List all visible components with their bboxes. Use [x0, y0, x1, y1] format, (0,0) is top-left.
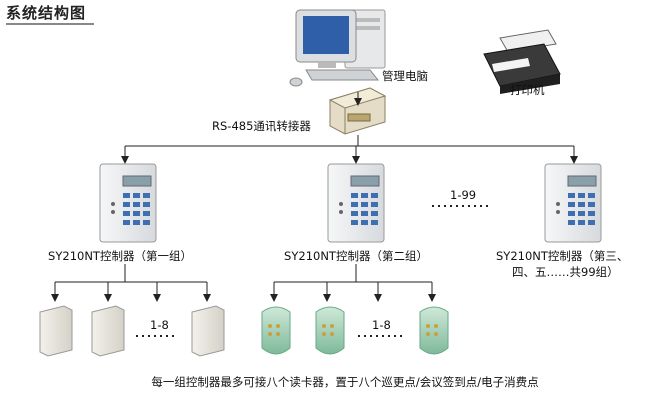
controller-device-3: [544, 163, 602, 243]
card-reader-oval-1: [261, 306, 291, 355]
card-reader-square-1: [39, 305, 73, 357]
printer-label: 打印机: [510, 83, 545, 97]
controllers-range-label: 1-99: [450, 188, 477, 202]
card-reader-square-3: [191, 305, 225, 357]
card-reader-oval-2: [315, 306, 345, 355]
controller-3-label-line2: 四、五……共99组）: [512, 265, 619, 279]
controller-device-1: [99, 163, 157, 243]
card-reader-oval-3: [419, 306, 449, 355]
computer-icon: [289, 9, 386, 87]
card-reader-square-2: [91, 305, 125, 357]
readers-range-label-2: 1-8: [372, 318, 391, 332]
converter-label: RS-485通讯转接器: [212, 119, 311, 133]
readers-range-label-1: 1-8: [150, 318, 169, 332]
controller-1-label: SY210NT控制器（第一组）: [48, 249, 192, 263]
controller-device-2: [327, 163, 385, 243]
controller-3-label-line1: SY210NT控制器（第三、: [496, 249, 629, 263]
footer-note: 每一组控制器最多可接八个读卡器，置于八个巡更点/会议签到点/电子消费点: [151, 375, 539, 389]
page-title: 系统结构图: [6, 2, 95, 25]
printer-icon: [483, 29, 561, 94]
computer-label: 管理电脑: [382, 69, 428, 83]
controller-2-label: SY210NT控制器（第二组）: [284, 249, 428, 263]
